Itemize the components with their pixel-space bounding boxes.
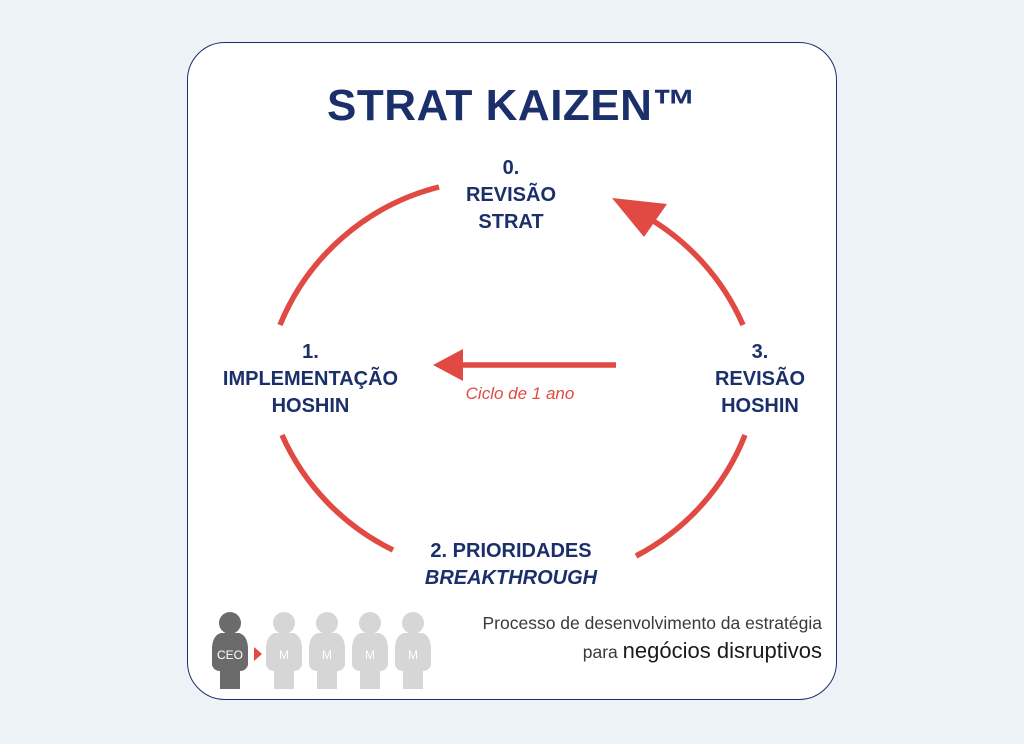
caption: Processo de desenvolvimento da estratégi… [482, 613, 822, 664]
node-0-number: 0. [502, 157, 520, 179]
ceo-arrow-icon [254, 647, 262, 661]
node-1-line1: IMPLEMENTAÇÃO [222, 368, 399, 390]
node-revisao-strat: 0. REVISÃO STRAT [411, 155, 611, 236]
node-0-line2: STRAT [478, 211, 544, 233]
node-3-line1: REVISÃO [714, 368, 806, 390]
node-1-line2: HOSHIN [271, 395, 350, 417]
person-icon-manager-1: M [266, 612, 302, 689]
manager-label: M [408, 648, 418, 662]
node-3-number: 3. [751, 341, 769, 363]
node-2-line1: 2. PRIORIDADES [430, 540, 592, 562]
cycle-label: Ciclo de 1 ano [465, 384, 575, 403]
caption-line2-bold: negócios disruptivos [622, 638, 822, 663]
person-icon-ceo: CEO [212, 612, 248, 689]
person-icon-manager-4: M [395, 612, 431, 689]
caption-line2-prefix: para [582, 642, 618, 662]
node-1-number: 1. [302, 341, 319, 363]
node-0-line1: REVISÃO [465, 184, 557, 206]
arc-bottom-right [634, 433, 748, 559]
node-prioridades-breakthrough: 2. PRIORIDADES BREAKTHROUGH [391, 538, 631, 592]
caption-line2: para negócios disruptivos [482, 638, 822, 664]
caption-line1: Processo de desenvolvimento da estratégi… [482, 613, 822, 633]
ceo-label: CEO [217, 648, 243, 662]
people-row: CEO M M M M [212, 612, 431, 689]
person-icon-manager-2: M [309, 612, 345, 689]
arc-bottom-left [279, 433, 395, 553]
node-3-line2: HOSHIN [721, 395, 799, 417]
manager-label: M [322, 648, 332, 662]
arrowhead-top [612, 198, 667, 237]
node-2-line2: BREAKTHROUGH [424, 567, 598, 589]
manager-label: M [279, 648, 289, 662]
cycle-arrows [277, 184, 748, 559]
diagram-title: STRAT KAIZEN™ [327, 81, 697, 130]
person-icon-manager-3: M [352, 612, 388, 689]
manager-label: M [365, 648, 375, 662]
arrowhead-center [433, 349, 463, 381]
arc-top-left [277, 184, 440, 327]
node-implementacao-hoshin: 1. IMPLEMENTAÇÃO HOSHIN [188, 339, 433, 420]
arc-top-right [643, 213, 746, 327]
node-revisao-hoshin: 3. REVISÃO HOSHIN [680, 339, 840, 420]
diagram-card: STRAT KAIZEN™ 0. REVISÃO STRAT 1. IMPLEM… [187, 42, 837, 700]
